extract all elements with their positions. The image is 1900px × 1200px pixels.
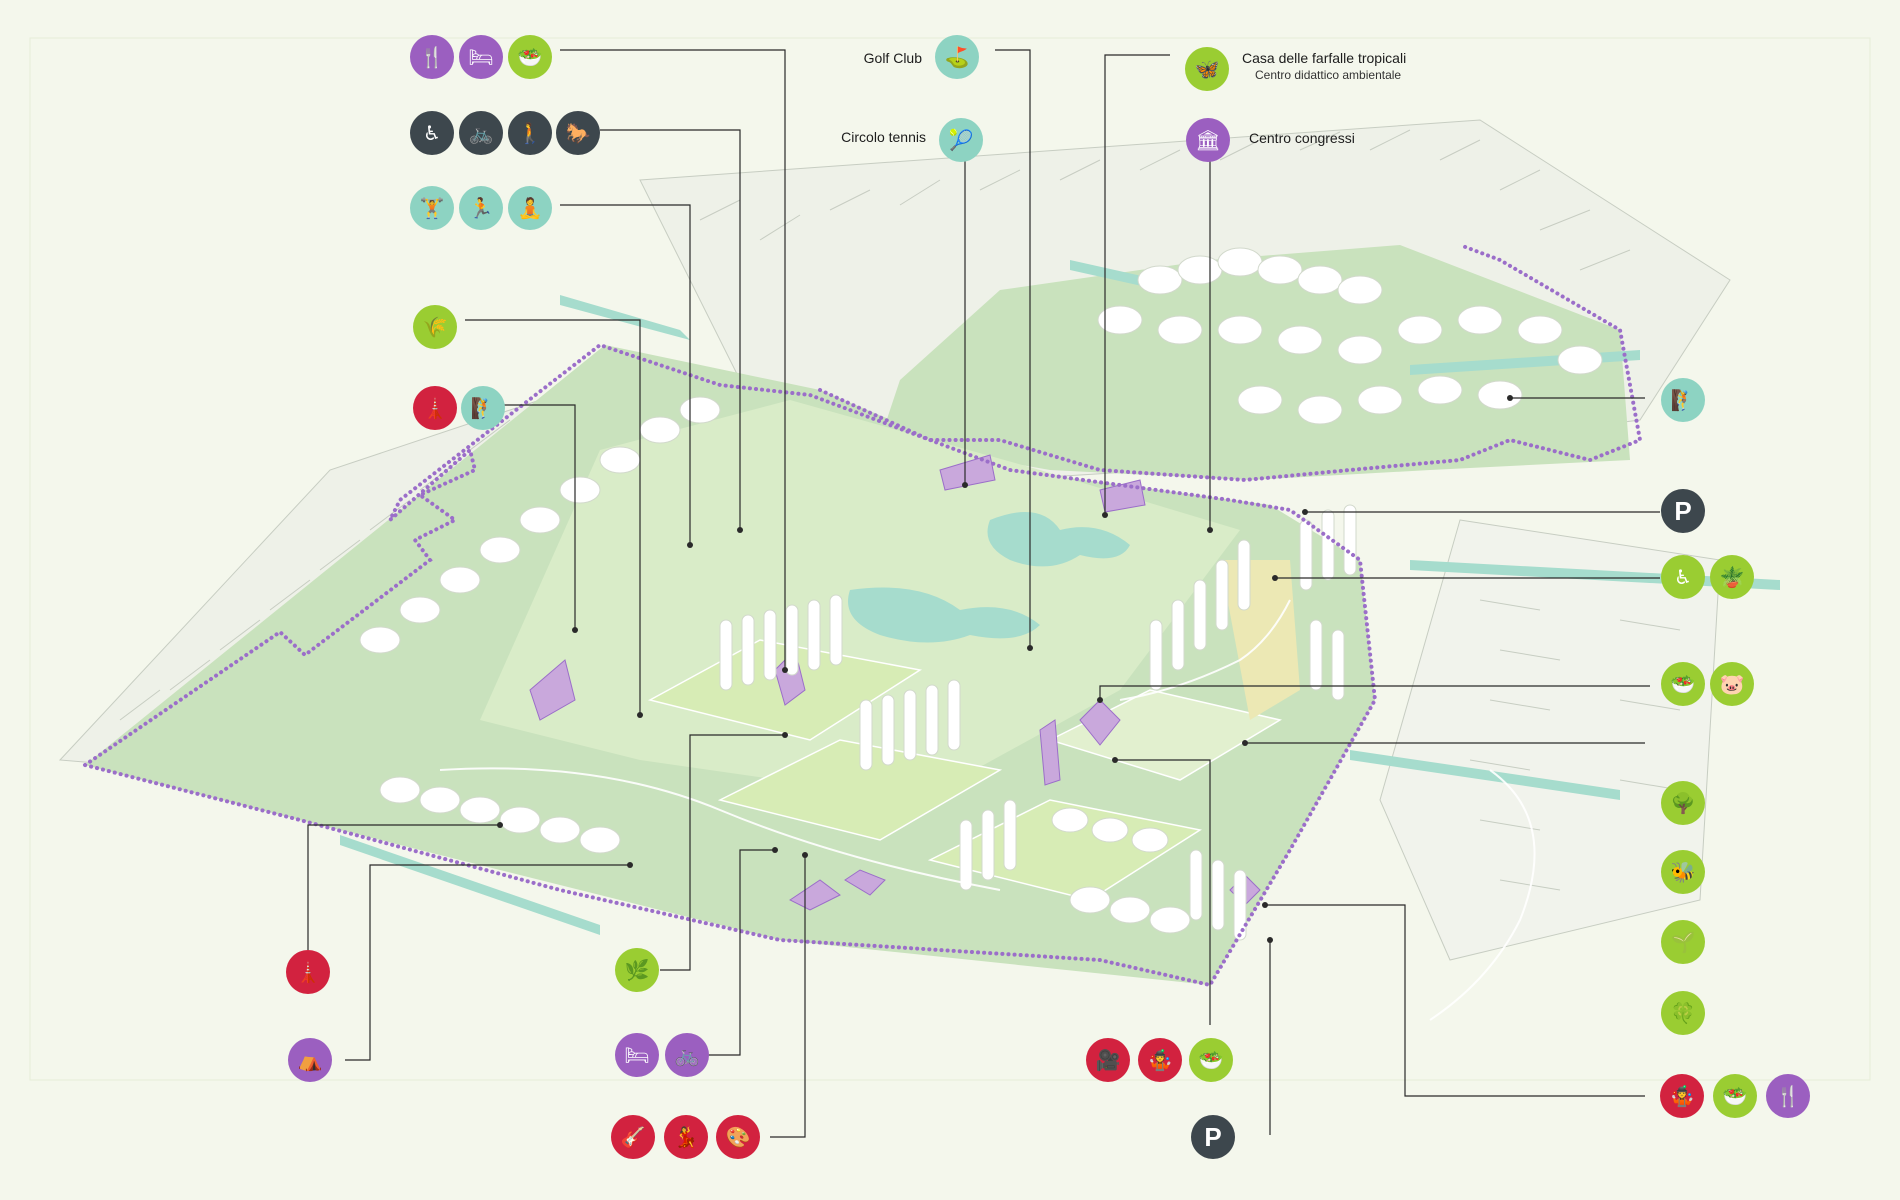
svg-text:🗼: 🗼 <box>423 396 448 420</box>
centro-didattico-label: Centro didattico ambientale <box>1255 68 1402 82</box>
seedling-icon[interactable]: 🌱 <box>1661 920 1705 964</box>
svg-text:🎥: 🎥 <box>1096 1048 1121 1072</box>
gardening-icon[interactable]: 🪴 <box>1710 555 1754 599</box>
parking-north-icon[interactable]: P <box>1661 489 1705 533</box>
svg-text:🎾: 🎾 <box>949 128 974 152</box>
walking-icon[interactable]: 🚶 <box>508 111 552 155</box>
reeds-icon[interactable]: 🌾 <box>413 305 457 349</box>
svg-text:🍴: 🍴 <box>420 45 445 69</box>
climbing-icon[interactable]: 🧗 <box>461 386 505 430</box>
casa-farfalle-label: Casa delle farfalle tropicali <box>1242 50 1407 66</box>
running-icon[interactable]: 🏃 <box>459 186 503 230</box>
guitar-icon[interactable]: 🎸 <box>611 1115 655 1159</box>
cinema-icon[interactable]: 🎥 <box>1086 1038 1130 1082</box>
svg-text:🥗: 🥗 <box>1199 1048 1224 1072</box>
svg-text:🐝: 🐝 <box>1671 860 1696 884</box>
svg-text:🏋: 🏋 <box>420 196 445 220</box>
svg-text:🍀: 🍀 <box>1671 1001 1696 1025</box>
svg-text:🛏: 🛏 <box>624 1043 649 1067</box>
svg-text:🌾: 🌾 <box>423 315 448 339</box>
dance-icon[interactable]: 💃 <box>664 1115 708 1159</box>
svg-text:🥗: 🥗 <box>518 45 543 69</box>
svg-text:🦋: 🦋 <box>1195 57 1220 81</box>
clover-icon[interactable]: 🍀 <box>1661 991 1705 1035</box>
golf-club-label: Golf Club <box>863 50 922 66</box>
bicycle-icon[interactable]: 🚲 <box>459 111 503 155</box>
tree-rows <box>719 504 1357 941</box>
parking-south-icon[interactable]: P <box>1191 1115 1235 1159</box>
svg-text:🪴: 🪴 <box>1720 565 1745 589</box>
circolo-tennis-label: Circolo tennis <box>841 129 926 145</box>
juggler-east-icon[interactable]: 🤹 <box>1660 1074 1704 1118</box>
svg-text:🧗: 🧗 <box>1671 388 1696 412</box>
svg-text:🤹: 🤹 <box>1148 1048 1173 1072</box>
svg-text:🏛: 🏛 <box>1195 128 1220 152</box>
svg-text:P: P <box>1674 496 1691 526</box>
svg-text:🛏: 🛏 <box>468 45 493 69</box>
hotel-icon[interactable]: 🛏 <box>459 35 503 79</box>
svg-text:🗼: 🗼 <box>296 960 321 984</box>
bicycle-south-icon[interactable]: 🚲 <box>665 1033 709 1077</box>
restaurant-southeast-icon[interactable]: 🍴 <box>1766 1074 1810 1118</box>
fitness-icon[interactable]: 🏋 <box>410 186 454 230</box>
leaves-icon[interactable]: 🌿 <box>615 948 659 992</box>
salad-icon[interactable]: 🥗 <box>508 35 552 79</box>
camping-icon[interactable]: ⛺ <box>288 1038 332 1082</box>
svg-text:🧗: 🧗 <box>471 396 496 420</box>
svg-text:🥗: 🥗 <box>1671 672 1696 696</box>
svg-text:🎸: 🎸 <box>621 1125 646 1149</box>
leader-endpoints <box>497 395 1513 943</box>
svg-text:🥗: 🥗 <box>1723 1084 1748 1108</box>
butterfly-icon[interactable]: 🦋 <box>1185 47 1229 91</box>
svg-text:🌳: 🌳 <box>1671 791 1696 815</box>
paths <box>439 599 1536 1021</box>
svg-text:⛳: ⛳ <box>945 45 970 69</box>
svg-text:🍴: 🍴 <box>1776 1084 1801 1108</box>
svg-text:P: P <box>1204 1122 1221 1152</box>
wheelchair-icon[interactable]: ♿ <box>410 111 454 155</box>
salad-east-icon[interactable]: 🥗 <box>1661 662 1705 706</box>
svg-text:🎨: 🎨 <box>726 1125 751 1149</box>
centro-congressi-label: Centro congressi <box>1249 130 1355 146</box>
tennis-icon[interactable]: 🎾 <box>939 118 983 162</box>
pig-icon[interactable]: 🐷 <box>1710 662 1754 706</box>
salad-southeast-icon[interactable]: 🥗 <box>1713 1074 1757 1118</box>
icon-badges: 🍴 🛏 🥗 ♿ 🚲 🚶 🐎 🏋 🏃 🧘 🌾 🗼 🧗 ⛳ 🎾 🦋 🏛 🧗 P ♿ … <box>286 35 1810 1159</box>
congress-center-icon[interactable]: 🏛 <box>1186 118 1230 162</box>
svg-text:🌱: 🌱 <box>1671 930 1696 954</box>
leader-lines <box>307 49 1660 1138</box>
yoga-icon[interactable]: 🧘 <box>508 186 552 230</box>
spray-art-icon[interactable]: 🎨 <box>716 1115 760 1159</box>
hotel-south-icon[interactable]: 🛏 <box>615 1033 659 1077</box>
climbing-east-icon[interactable]: 🧗 <box>1661 378 1705 422</box>
svg-text:🤹: 🤹 <box>1670 1084 1695 1108</box>
horse-riding-icon[interactable]: 🐎 <box>556 111 600 155</box>
restaurant-icon[interactable]: 🍴 <box>410 35 454 79</box>
svg-text:♿: ♿ <box>1674 565 1692 589</box>
svg-text:🚲: 🚲 <box>675 1043 700 1067</box>
svg-text:♿: ♿ <box>423 121 441 145</box>
tree-icon[interactable]: 🌳 <box>1661 781 1705 825</box>
svg-text:🐷: 🐷 <box>1720 672 1745 696</box>
svg-text:🏃: 🏃 <box>469 196 494 220</box>
svg-text:🐎: 🐎 <box>566 121 591 145</box>
juggler-south-icon[interactable]: 🤹 <box>1138 1038 1182 1082</box>
monument-icon[interactable]: 🗼 <box>413 386 457 430</box>
svg-text:🧘: 🧘 <box>518 196 543 220</box>
salad-south-icon[interactable]: 🥗 <box>1189 1038 1233 1082</box>
wheelchair-east-icon[interactable]: ♿ <box>1661 555 1705 599</box>
monument-south-icon[interactable]: 🗼 <box>286 950 330 994</box>
north-forest <box>880 245 1630 480</box>
svg-text:🌿: 🌿 <box>625 958 650 982</box>
svg-text:⛺: ⛺ <box>298 1048 323 1072</box>
golf-icon[interactable]: ⛳ <box>935 35 979 79</box>
svg-text:💃: 💃 <box>674 1125 699 1149</box>
svg-text:🚲: 🚲 <box>469 121 494 145</box>
park-boundary <box>80 243 1643 988</box>
bee-icon[interactable]: 🐝 <box>1661 850 1705 894</box>
svg-text:🚶: 🚶 <box>518 121 543 145</box>
